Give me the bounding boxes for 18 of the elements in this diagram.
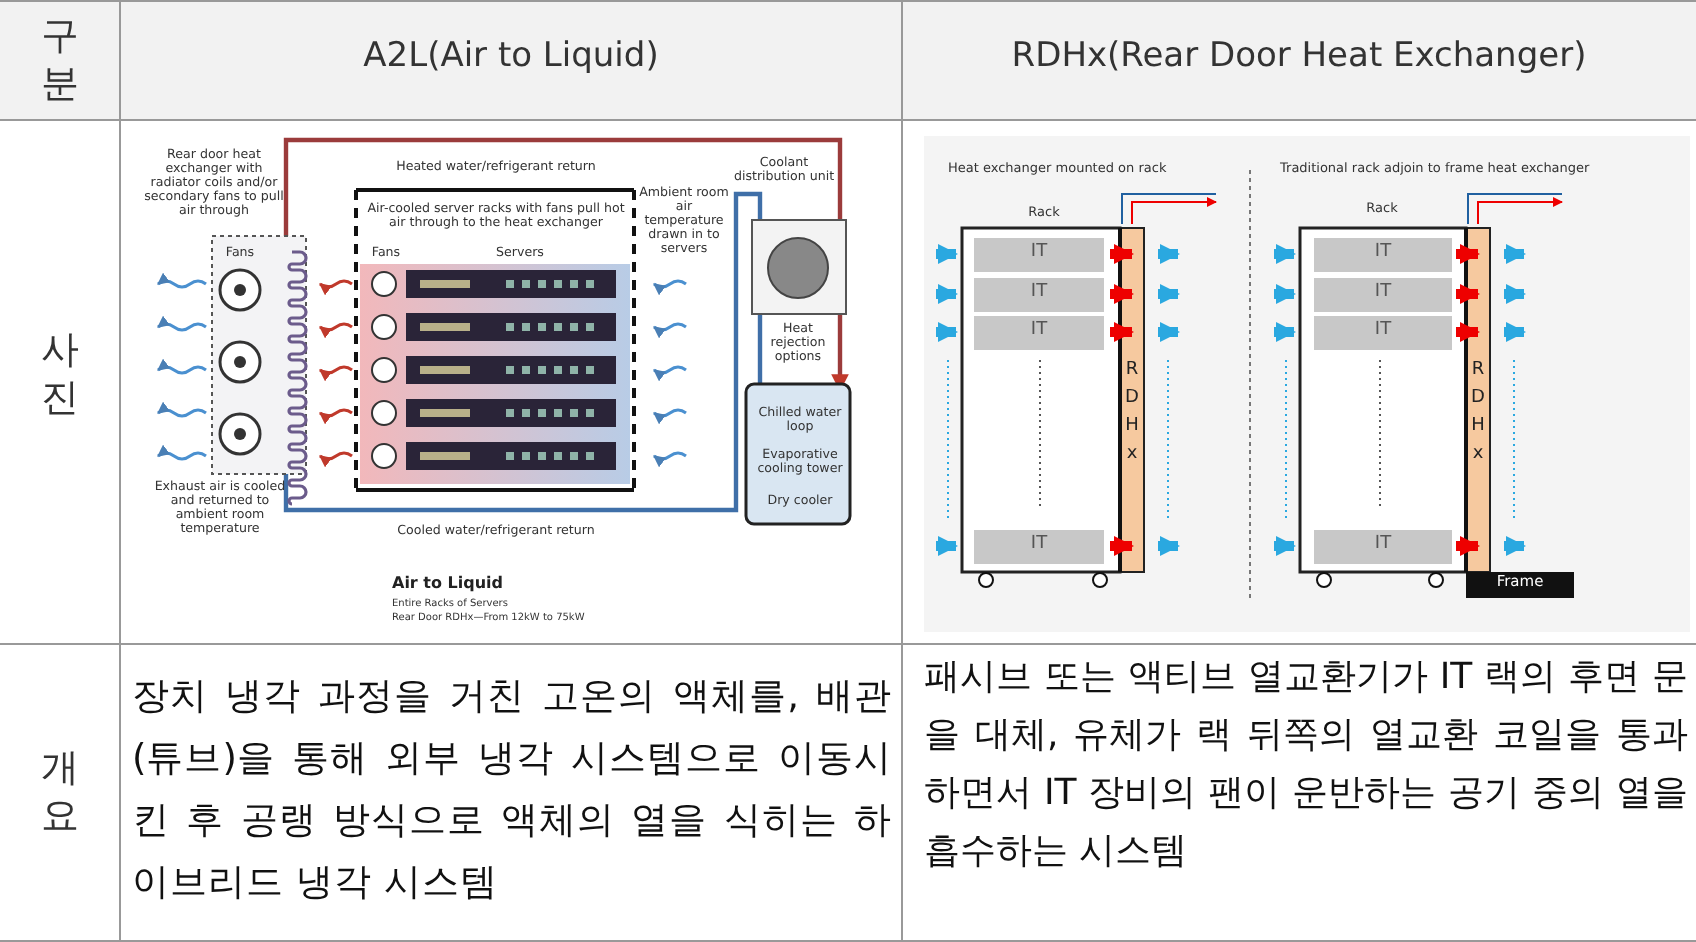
heat-exchanger-label: RDHx	[1469, 358, 1487, 468]
it-unit-label: IT	[1372, 282, 1394, 303]
row-header: 사진	[40, 326, 80, 422]
it-unit-label: IT	[1028, 534, 1050, 555]
it-unit-label: IT	[1028, 242, 1050, 263]
description-text: 패시브 또는 액티브 열교환기가 IT 랙의 후면 문을 대체, 유체가 랙 뒤쪽의 열교환 코일을 통과하면서 IT 장비의 팬이 운반하는 공기 중의 열을 흡수하는 시스템	[924, 654, 1688, 876]
row-header: 개요	[40, 744, 80, 840]
column-header: RDHx(Rear Door Heat Exchanger)	[1009, 38, 1589, 77]
description-text: 장치 냉각 과정을 거친 고온의 액체를, 배관(튜브)을 통해 외부 냉각 시스템으로 이동시킨 후 공랭 방식으로 액체의 열을 식히는 하이브리드 냉각 시스템	[132, 674, 892, 908]
heat-exchanger-label: RDHx	[1123, 358, 1141, 468]
it-unit-label: IT	[1372, 534, 1394, 555]
column-header: 구분	[40, 12, 80, 108]
column-header: A2L(Air to Liquid)	[361, 38, 661, 77]
it-unit-label: IT	[1372, 320, 1394, 341]
diagram-label: Air to Liquid	[392, 576, 505, 594]
it-unit-label: IT	[1028, 282, 1050, 303]
it-unit-label: IT	[1028, 320, 1050, 341]
it-unit-label: IT	[1372, 242, 1394, 263]
